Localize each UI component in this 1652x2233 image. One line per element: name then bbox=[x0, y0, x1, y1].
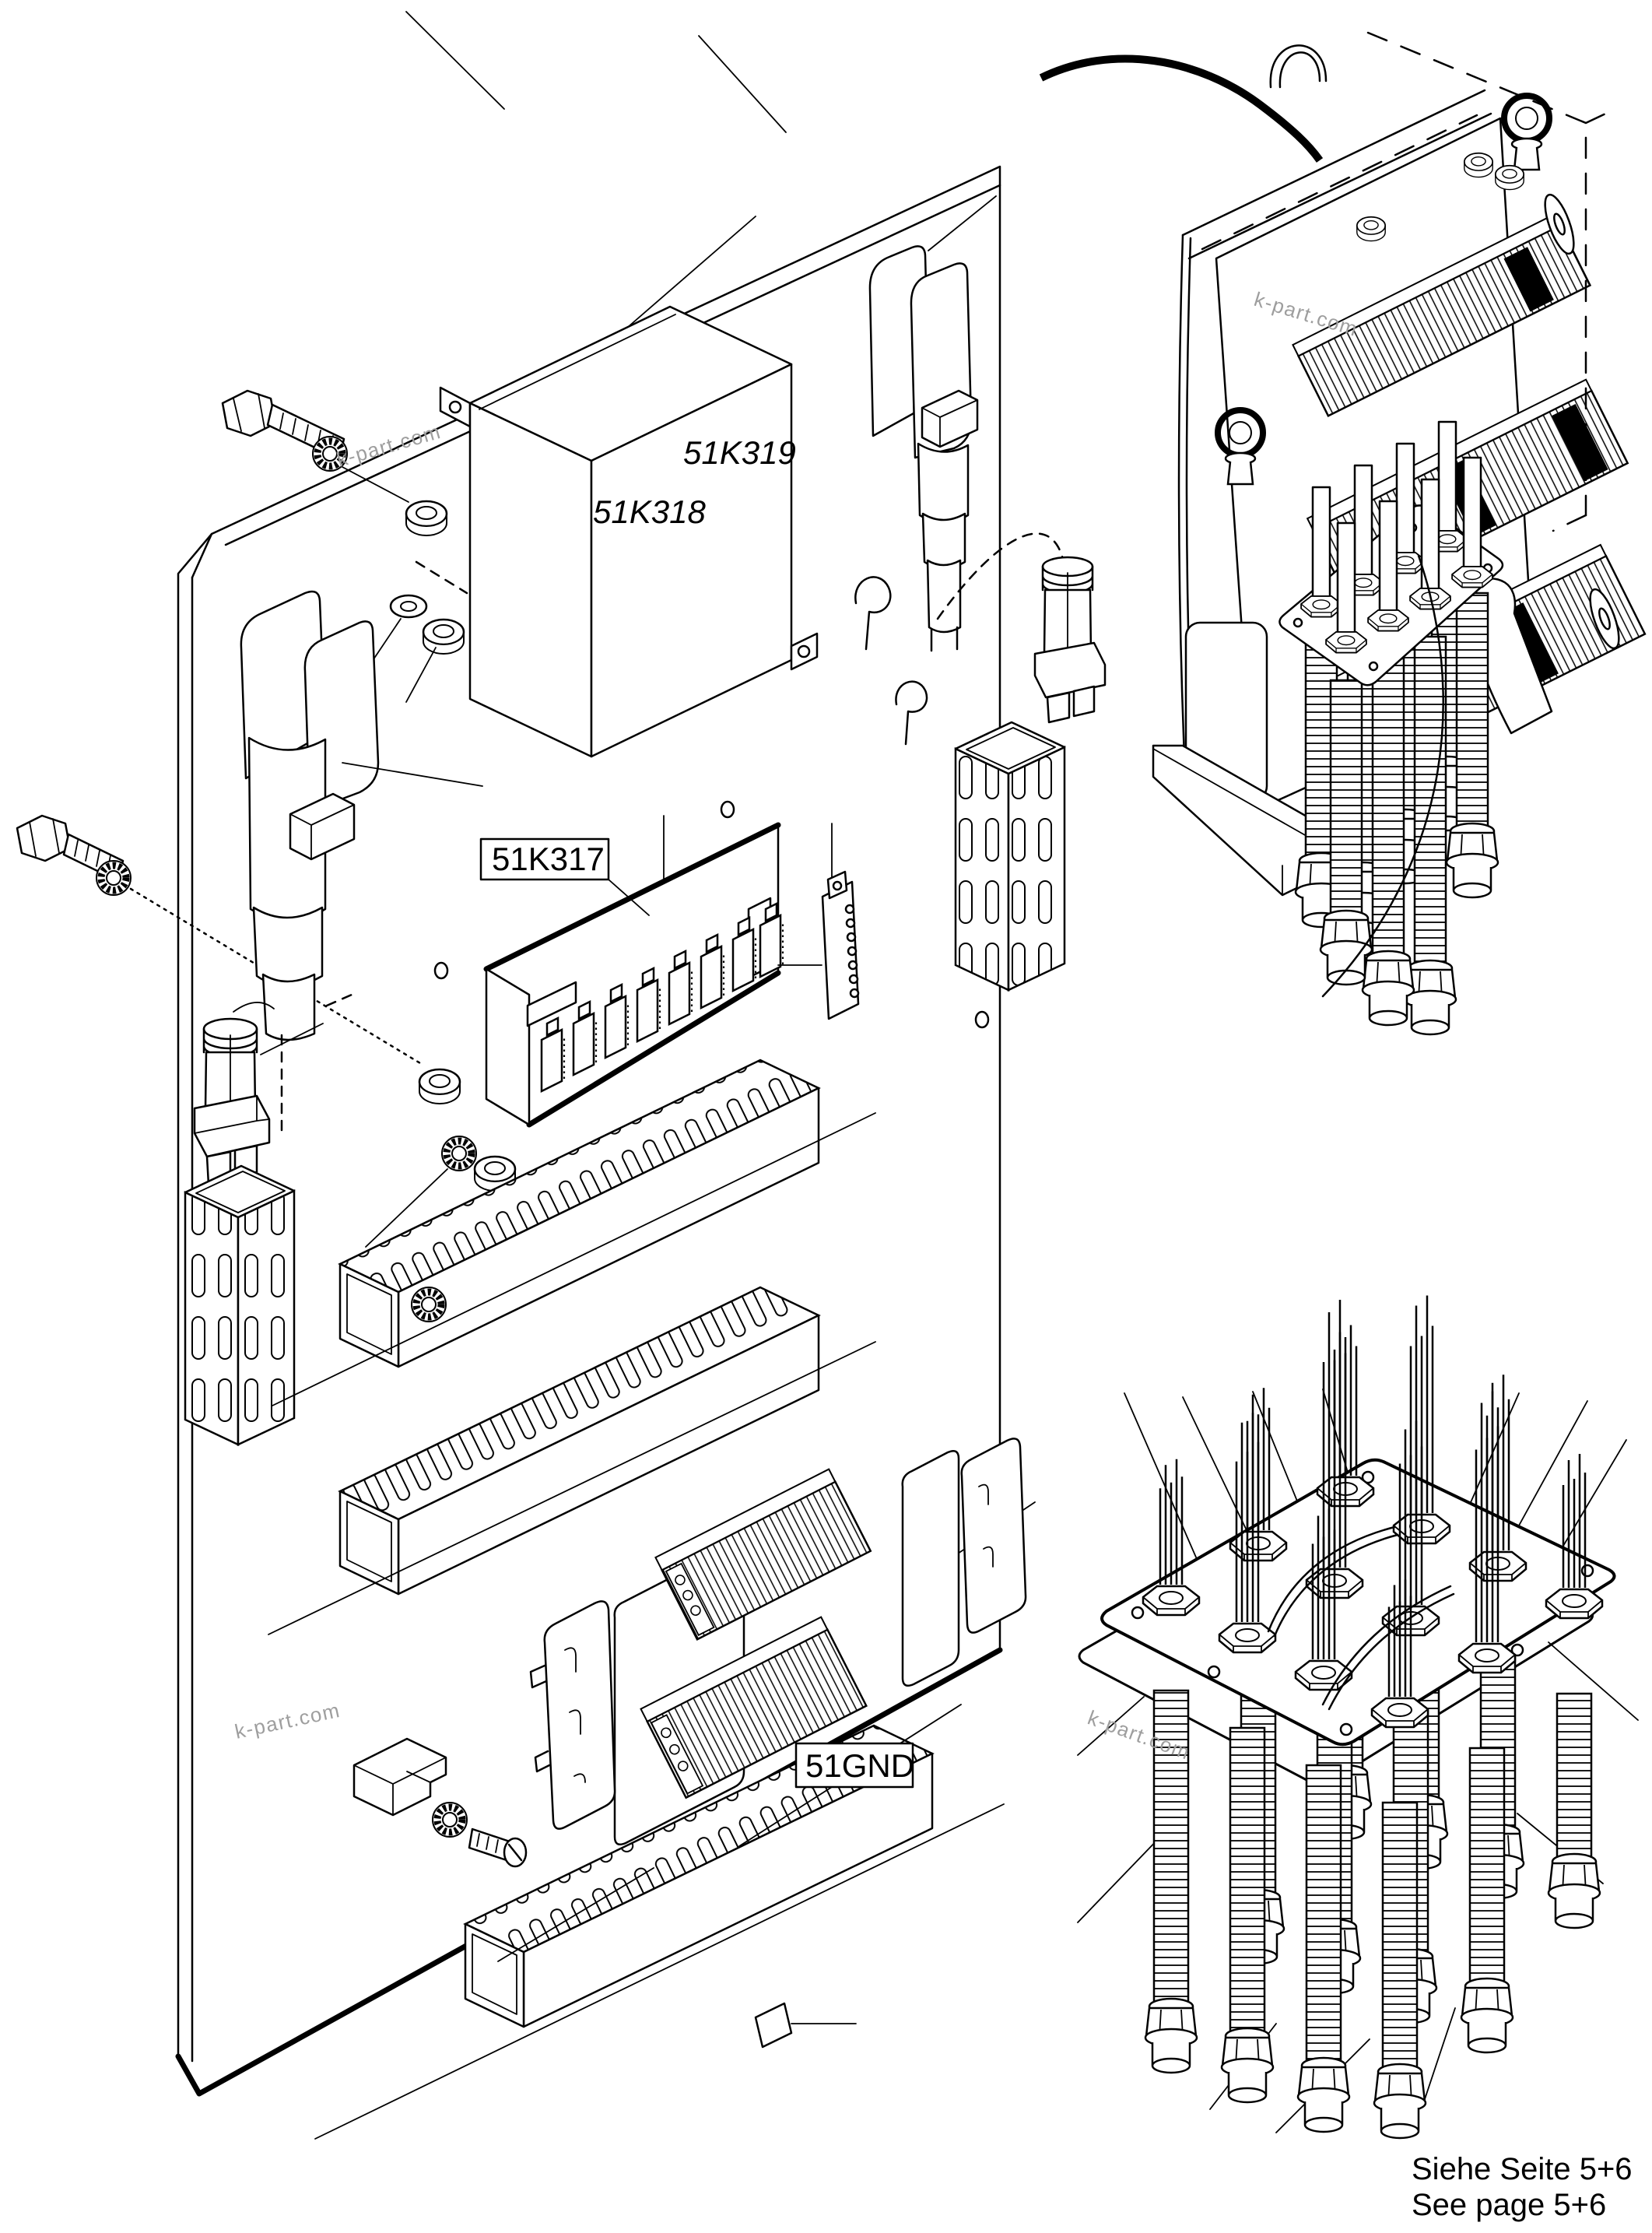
hex-nut bbox=[1463, 152, 1494, 178]
serrated-washer bbox=[442, 1136, 476, 1171]
assembled-cabinet bbox=[1039, 31, 1647, 1036]
hook-cutout bbox=[895, 680, 928, 746]
hex-nut bbox=[1356, 216, 1387, 242]
label-51k319: 51K319 bbox=[683, 434, 796, 471]
label-51gnd: 51GND bbox=[805, 1747, 914, 1784]
marker-disc bbox=[1544, 193, 1575, 255]
connector-block bbox=[777, 823, 860, 1020]
cable-sleeve-left bbox=[240, 590, 483, 1132]
din-rail-stub bbox=[352, 1737, 447, 1817]
cabinet-plate-nuts bbox=[1300, 420, 1493, 654]
pressure-plug-right bbox=[1033, 556, 1107, 724]
terminal-cluster: 51GND bbox=[497, 1438, 1036, 1962]
wire-duct-left bbox=[184, 1164, 296, 1446]
label-51k317: 51K317 bbox=[492, 841, 605, 877]
label-box-51gnd bbox=[794, 1742, 914, 1789]
fuse-strip: 51K317 bbox=[365, 815, 860, 1248]
cabinet-conduits bbox=[1294, 556, 1499, 1036]
marker-disc bbox=[1589, 588, 1620, 650]
cable-duct-2 bbox=[268, 1286, 876, 1635]
cable-sleeve-middle bbox=[868, 195, 1065, 652]
bent-cable bbox=[1267, 1526, 1399, 1638]
gland-plate-assembly bbox=[1077, 1294, 1639, 2140]
screw-washer-bottom bbox=[433, 1803, 528, 1868]
cable-duct-1 bbox=[272, 1059, 876, 1406]
bolt-washer-left bbox=[16, 814, 422, 1065]
note-line-en: See page 5+6 bbox=[1412, 2188, 1606, 2222]
panel-hole bbox=[974, 1010, 990, 1029]
note-line-de: Siehe Seite 5+6 bbox=[1412, 2152, 1633, 2186]
hex-nut bbox=[1494, 164, 1525, 191]
relay-box: 51K319 51K318 bbox=[365, 216, 819, 758]
terminal-blocks-upper bbox=[654, 1468, 872, 1641]
terminal-row-1 bbox=[1292, 212, 1592, 417]
page-note: Siehe Seite 5+6 See page 5+6 bbox=[1412, 2152, 1633, 2222]
wire-duct-right bbox=[954, 721, 1066, 992]
panel-hole bbox=[433, 961, 449, 980]
washer bbox=[389, 594, 428, 619]
leader-line bbox=[405, 11, 505, 110]
lifting-cable bbox=[1039, 54, 1324, 163]
pressure-plug-left bbox=[193, 993, 353, 1186]
label-51k318: 51K318 bbox=[593, 493, 706, 530]
panel-hole bbox=[720, 800, 735, 819]
hex-nut bbox=[422, 618, 465, 655]
callout-square bbox=[754, 2002, 857, 2049]
serrated-washer bbox=[412, 1287, 446, 1322]
leader-line bbox=[698, 35, 787, 133]
serrated-washer bbox=[96, 861, 131, 895]
label-box-51k317 bbox=[479, 837, 610, 881]
flow-curve bbox=[1321, 554, 1444, 998]
hook-cutout bbox=[854, 576, 892, 651]
leader-dotted bbox=[129, 887, 422, 1065]
relay-module-right bbox=[960, 1438, 1027, 1634]
bolt-washer-top bbox=[221, 389, 409, 503]
eyebolt bbox=[1504, 96, 1549, 170]
flange-nut bbox=[418, 1068, 461, 1105]
flange-nut bbox=[405, 500, 448, 537]
bent-cable bbox=[1321, 1585, 1455, 1711]
terminal-blocks-lower bbox=[640, 1616, 868, 1799]
